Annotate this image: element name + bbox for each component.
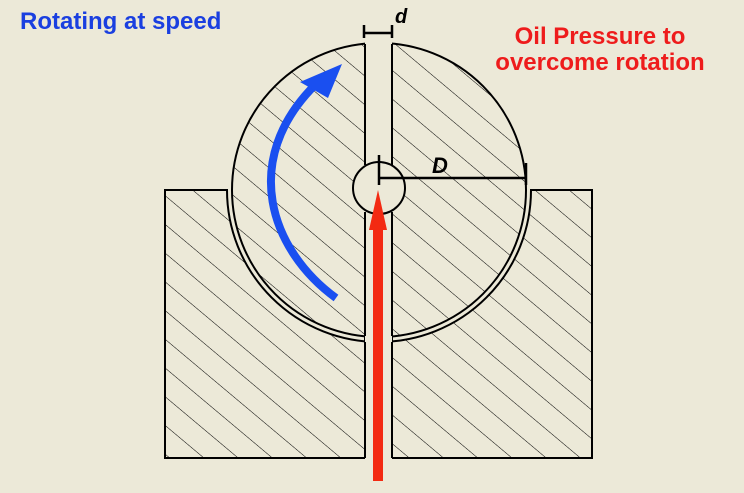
rotating-ball xyxy=(231,42,527,342)
diameter-label: D xyxy=(432,153,448,178)
dimension-d xyxy=(362,25,394,38)
oil-label-line1: Oil Pressure to xyxy=(514,23,686,50)
rotation-arrow xyxy=(266,64,342,302)
pressure-arrow xyxy=(369,190,387,481)
oil-pressure-label: Oil Pressure to overcome rotation xyxy=(470,24,730,76)
oil-label-line2: overcome rotation xyxy=(495,49,705,76)
slot-width-label: d xyxy=(395,6,408,28)
rotation-label: Rotating at speed xyxy=(20,8,222,35)
dimension-D xyxy=(377,155,528,185)
